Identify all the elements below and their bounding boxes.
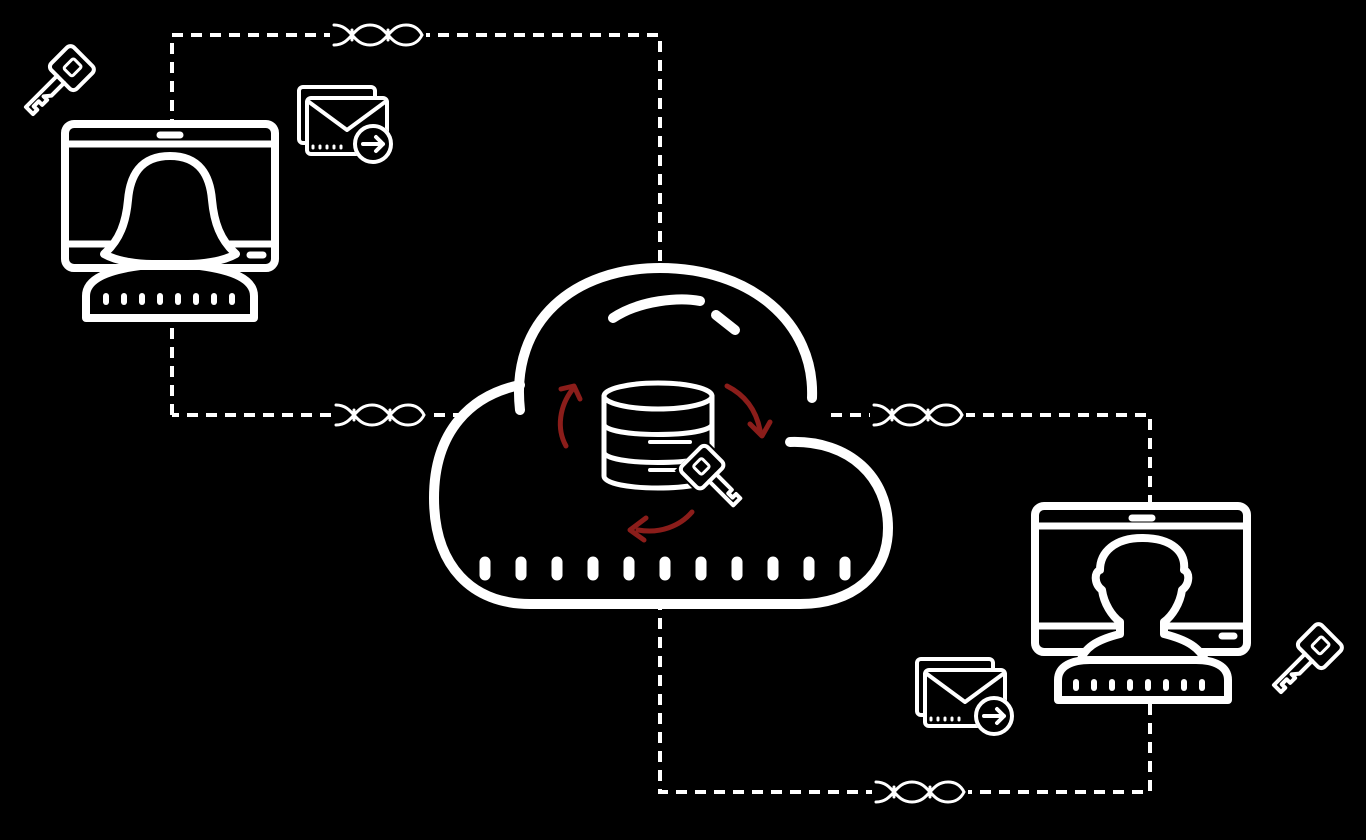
chain-link-icon (870, 401, 966, 429)
mail-send-icon (297, 85, 393, 164)
chain-links (330, 21, 968, 806)
key-icon (1271, 622, 1344, 695)
female-user-monitor-icon (61, 120, 279, 322)
male-user-monitor-icon (1031, 502, 1251, 704)
connection-bottom-right (658, 413, 1152, 794)
chain-link-icon (872, 778, 968, 806)
chain-link-icon (330, 21, 426, 49)
key-icon (23, 44, 96, 117)
mail-send-icon (915, 657, 1014, 736)
chain-link-icon (332, 401, 428, 429)
cloud-vent-slots (479, 556, 851, 581)
sync-arrows-icon (557, 383, 773, 543)
key-icon (674, 439, 749, 514)
